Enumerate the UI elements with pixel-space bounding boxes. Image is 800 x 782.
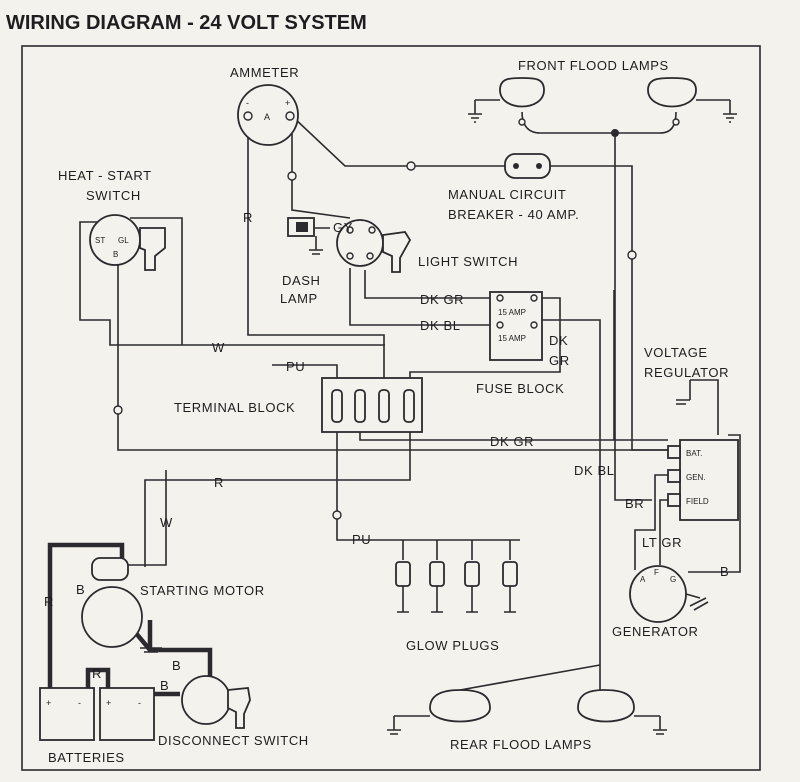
wire-label-b-motor: B (76, 582, 85, 597)
wire-label-b-gen: B (720, 564, 729, 579)
ammeter-label: AMMETER (230, 65, 299, 80)
disconnect-switch-label: DISCONNECT SWITCH (158, 733, 309, 748)
voltage-regulator-label-1: VOLTAGE (644, 345, 708, 360)
heat-start-switch-label-1: HEAT - START (58, 168, 152, 183)
starting-motor (81, 557, 162, 653)
wiring (47, 100, 741, 730)
generator-label: GENERATOR (612, 624, 699, 639)
heat-start-switch-label-2: SWITCH (86, 188, 141, 203)
battery-1-plus: + (46, 698, 51, 708)
wire-label-r-main: R (214, 475, 224, 490)
wire-label-r-batt: R (44, 594, 54, 609)
terminal-block-label: TERMINAL BLOCK (174, 400, 295, 415)
generator-f: F (654, 568, 659, 577)
diagram-frame (21, 45, 761, 771)
heat-start-gl: GL (118, 236, 129, 245)
generator-a: A (640, 575, 646, 584)
regulator-gen: GEN. (686, 473, 706, 482)
battery-1-minus: - (78, 698, 81, 708)
dash-lamp-label-1: DASH (282, 273, 321, 288)
generator: A F G (629, 565, 709, 623)
wire-label-pu: PU (286, 359, 305, 374)
disconnect-switch (181, 675, 251, 729)
batteries-label: BATTERIES (48, 750, 125, 765)
rear-flood-lamps (387, 689, 667, 735)
ammeter-minus: - (246, 98, 249, 108)
terminal-block (321, 377, 423, 433)
rear-flood-lamps-label: REAR FLOOD LAMPS (450, 737, 592, 752)
junctions (113, 111, 637, 520)
regulator-field: FIELD (686, 497, 709, 506)
circuit-breaker-label-1: MANUAL CIRCUIT (448, 187, 566, 202)
circuit-breaker-label-2: BREAKER - 40 AMP. (448, 207, 579, 222)
circuit-breaker (504, 153, 551, 179)
light-switch (336, 219, 412, 273)
wire-label-b-batt-disc: B (160, 678, 169, 693)
wire-label-r-ammeter: R (243, 210, 253, 225)
ammeter-plus: + (285, 98, 290, 108)
batteries: + - + - (39, 687, 155, 741)
wire-labels: R GY DK GR DK BL DK GR W PU DK GR DK BL … (44, 210, 729, 693)
voltage-regulator-label-2: REGULATOR (644, 365, 729, 380)
wire-label-w: W (212, 340, 225, 355)
wire-label-w-vert: W (160, 515, 173, 530)
dash-lamp (287, 217, 330, 255)
diagram-title: WIRING DIAGRAM - 24 VOLT SYSTEM (6, 12, 367, 34)
starting-motor-label: STARTING MOTOR (140, 583, 265, 598)
wire-label-gy: GY (333, 220, 353, 235)
wire-label-lt-gr: LT GR (642, 535, 682, 550)
light-switch-label: LIGHT SWITCH (418, 254, 518, 269)
fuse-block-label: FUSE BLOCK (476, 381, 564, 396)
wire-label-dk-fuse: DK (549, 333, 568, 348)
wire-label-dk-bl-2: DK BL (574, 463, 615, 478)
battery-2-minus: - (138, 698, 141, 708)
battery-2-plus: + (106, 698, 111, 708)
glow-plugs-label: GLOW PLUGS (406, 638, 499, 653)
voltage-regulator: BAT. GEN. FIELD (667, 380, 739, 521)
wire-label-gr-fuse: GR (549, 353, 570, 368)
heat-start-b: B (113, 250, 118, 259)
ammeter-symbol: A (264, 112, 270, 122)
wire-label-b-lower: B (172, 658, 181, 673)
fuse-1-label: 15 AMP (498, 308, 526, 317)
wire-label-dk-bl-1: DK BL (420, 318, 461, 333)
heat-start-st: ST (95, 236, 105, 245)
dash-lamp-label-2: LAMP (280, 291, 318, 306)
front-flood-lamps (468, 77, 737, 126)
regulator-bat: BAT. (686, 449, 702, 458)
glow-plugs (395, 561, 518, 613)
fuse-block: 15 AMP 15 AMP (489, 291, 543, 361)
ammeter: A - + (237, 84, 299, 146)
wire-label-r-batt-bridge: R (92, 666, 102, 681)
wire-label-dk-gr-1: DK GR (420, 292, 464, 307)
wire-label-br: BR (625, 496, 644, 511)
wire-label-dk-gr-2: DK GR (490, 434, 534, 449)
wire-label-pu-glow: PU (352, 532, 371, 547)
heat-start-switch: ST GL B (89, 214, 166, 271)
fuse-2-label: 15 AMP (498, 334, 526, 343)
front-flood-lamps-label: FRONT FLOOD LAMPS (518, 58, 669, 73)
generator-g: G (670, 575, 676, 584)
